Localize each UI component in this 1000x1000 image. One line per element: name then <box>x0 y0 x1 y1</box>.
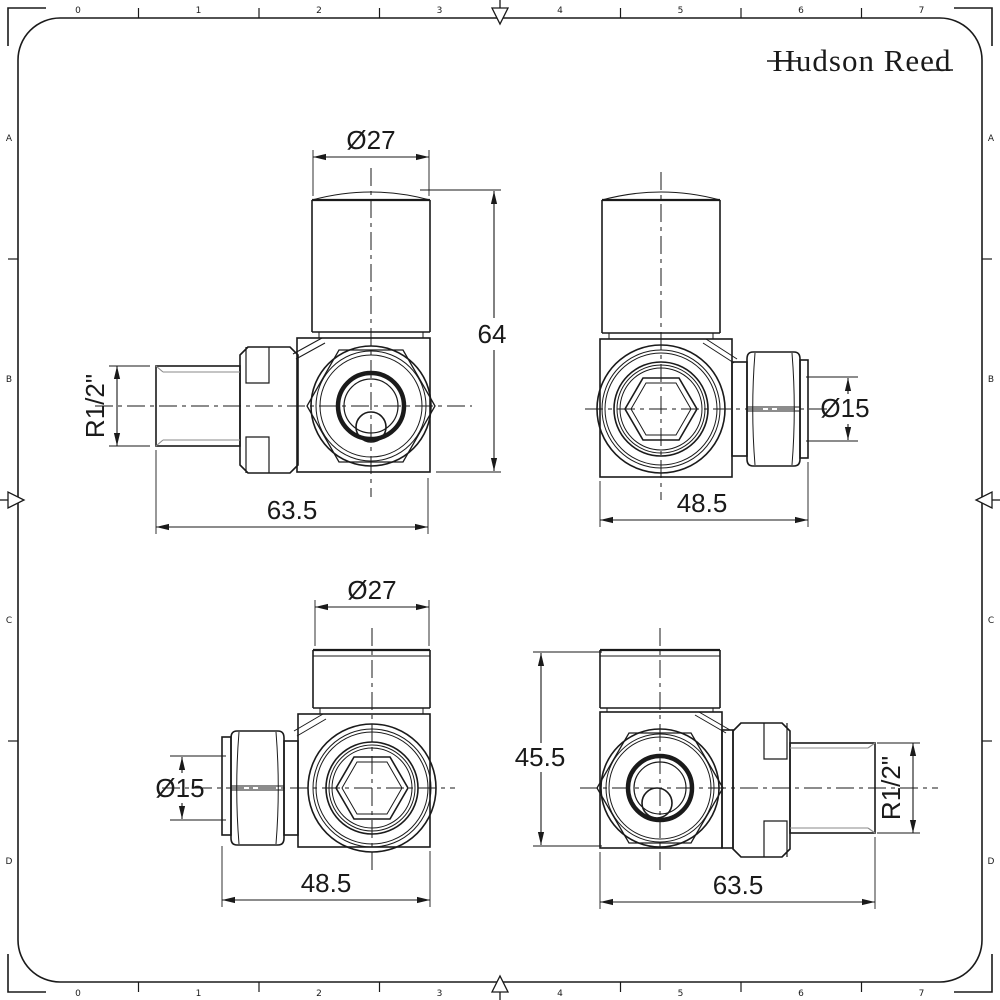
brand-logo: Hudson Reed <box>767 43 953 78</box>
column-label: 7 <box>919 6 925 16</box>
sheet-column-labels-top: 0 1 2 3 4 5 6 7 <box>75 6 924 16</box>
sheet-column-labels-bottom: 0 1 2 3 4 5 6 7 <box>75 989 924 999</box>
ruler-ticks <box>8 8 992 992</box>
sheet-row-labels-right: A B C D <box>988 134 995 867</box>
column-label: 1 <box>196 989 202 999</box>
row-label: D <box>6 857 13 867</box>
row-label: C <box>988 616 994 626</box>
dim-cap-diameter: Ø27 <box>347 575 396 605</box>
dim-height: 64 <box>478 319 507 349</box>
corner-bracket-bottom-right <box>954 954 993 993</box>
row-label: B <box>988 375 994 385</box>
column-label: 0 <box>75 989 81 999</box>
dim-length: 48.5 <box>301 868 352 898</box>
dim-thread-size: R1/2" <box>80 374 110 438</box>
column-label: 3 <box>437 989 443 999</box>
row-label: D <box>988 857 995 867</box>
column-label: 5 <box>678 989 684 999</box>
dim-length: 48.5 <box>677 488 728 518</box>
valve-drawing-top-right: Ø15 48.5 <box>585 172 870 527</box>
column-label: 1 <box>196 6 202 16</box>
dim-thread-size: R1/2" <box>876 756 906 820</box>
row-label: A <box>988 134 995 144</box>
brand-logo-text: Hudson Reed <box>773 43 952 78</box>
corner-bracket-top-left <box>7 7 46 46</box>
column-label: 4 <box>557 6 563 16</box>
column-label: 5 <box>678 6 684 16</box>
column-label: 4 <box>557 989 563 999</box>
valve-drawing-top-left: Ø27 64 R1/2" 63.5 <box>80 125 506 534</box>
corner-bracket-top-right <box>954 7 993 46</box>
column-label: 2 <box>316 989 322 999</box>
column-label: 2 <box>316 6 322 16</box>
column-label: 6 <box>798 6 804 16</box>
column-label: 3 <box>437 6 443 16</box>
row-label: C <box>6 616 12 626</box>
sheet-row-labels-left: A B C D <box>6 134 13 867</box>
dim-cap-diameter: Ø27 <box>346 125 395 155</box>
row-label: B <box>6 375 12 385</box>
dim-height: 45.5 <box>515 742 566 772</box>
valve-drawing-bottom-right: 45.5 R1/2" 63.5 <box>515 628 938 909</box>
dim-pipe-diameter: Ø15 <box>155 773 204 803</box>
dim-pipe-diameter: Ø15 <box>820 393 869 423</box>
column-label: 6 <box>798 989 804 999</box>
column-label: 7 <box>919 989 925 999</box>
row-label: A <box>6 134 13 144</box>
dim-length: 63.5 <box>713 870 764 900</box>
valve-drawing-bottom-left: Ø27 Ø15 48.5 <box>155 575 455 907</box>
column-label: 0 <box>75 6 81 16</box>
corner-bracket-bottom-left <box>7 954 46 993</box>
dim-length: 63.5 <box>267 495 318 525</box>
